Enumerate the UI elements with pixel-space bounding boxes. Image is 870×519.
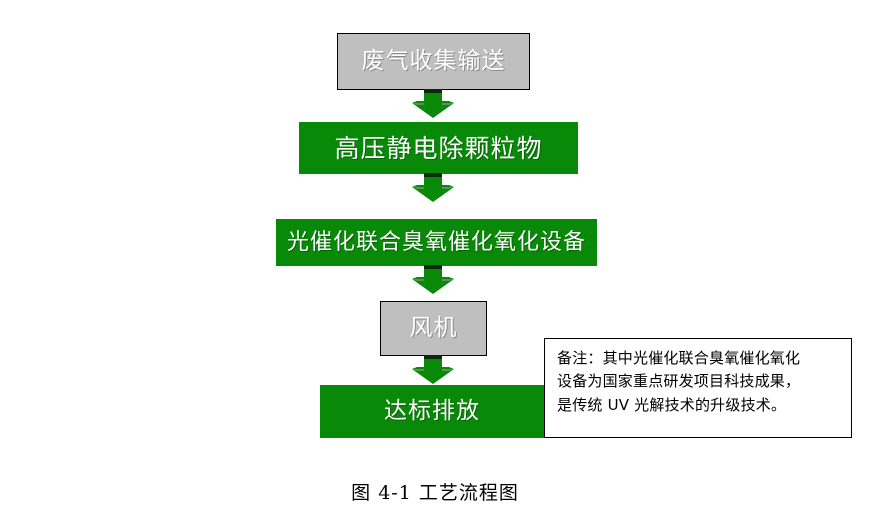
process-node-fan[interactable]: 风机	[380, 301, 487, 356]
node-label: 风机	[409, 315, 458, 341]
node-label: 光催化联合臭氧催化氧化设备	[286, 229, 586, 255]
node-label: 废气收集输送	[361, 48, 506, 74]
process-node-compliant-discharge[interactable]: 达标排放	[320, 385, 544, 438]
flow-arrow-down-2	[412, 173, 454, 203]
flow-arrow-down-1	[412, 89, 454, 119]
note-line-1: 备注：其中光催化联合臭氧催化氧化	[557, 349, 801, 367]
process-node-electrostatic-precipitator[interactable]: 高压静电除颗粒物	[299, 122, 578, 174]
flow-arrow-down-4	[412, 355, 454, 385]
note-line-2: 设备为国家重点研发项目科技成果，	[557, 372, 801, 391]
node-label: 高压静电除颗粒物	[334, 133, 543, 163]
figure-caption: 图 4-1 工艺流程图	[351, 482, 519, 504]
process-node-waste-gas-collection[interactable]: 废气收集输送	[337, 33, 530, 90]
note-line-3: 是传统 UV 光解技术的升级技术。	[557, 395, 787, 414]
flow-arrow-down-3	[412, 265, 454, 295]
note-callout-box: 备注：其中光催化联合臭氧催化氧化 设备为国家重点研发项目科技成果， 是传统 UV…	[544, 338, 852, 438]
node-label: 达标排放	[384, 398, 480, 424]
process-node-photocatalytic-ozone-oxidation-equipment[interactable]: 光催化联合臭氧催化氧化设备	[276, 219, 597, 266]
